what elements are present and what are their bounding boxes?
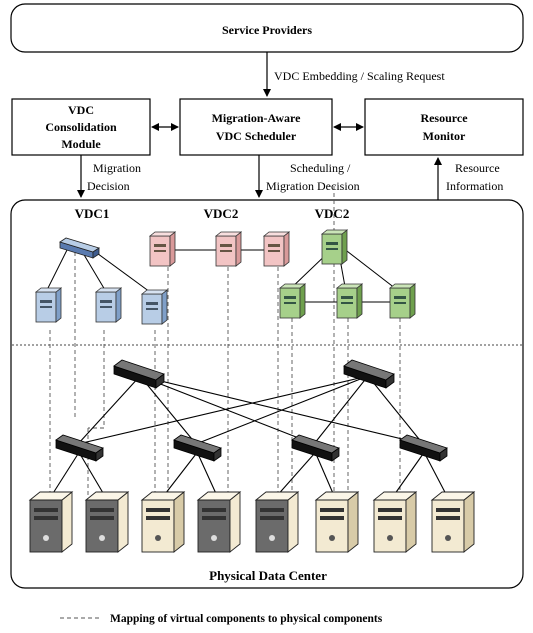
legend-label: Mapping of virtual components to physica… (110, 613, 383, 625)
physical-server-icon (28, 491, 74, 553)
resource-information-label-1: Resource (455, 161, 500, 175)
resource-monitor-label-2: Monitor (423, 129, 466, 143)
vdc2-title-b: VDC2 (315, 206, 350, 221)
vm-icon (140, 289, 169, 325)
physical-server-icon (140, 491, 186, 553)
scheduling-decision-label-1: Scheduling / (290, 161, 351, 175)
physical-server-icon (84, 491, 130, 553)
vm-icon (148, 231, 177, 267)
vm-icon (320, 229, 349, 265)
scheduling-decision-label-2: Migration Decision (266, 179, 360, 193)
vdc1-title: VDC1 (75, 206, 110, 221)
vm-icon (388, 283, 417, 319)
service-providers-label: Service Providers (222, 23, 312, 37)
edge-switch-icon (291, 434, 340, 462)
physical-server-icon (372, 491, 418, 553)
physical-server-icon (314, 491, 360, 553)
edge-switch-icon (173, 434, 222, 462)
scheduler-box (179, 98, 333, 156)
physical-server-icon (254, 491, 300, 553)
scheduler-label-1: Migration-Aware (212, 111, 302, 125)
virtual-switch-icon (59, 237, 100, 259)
physical-data-center-label: Physical Data Center (209, 568, 327, 583)
vm-icon (34, 287, 63, 323)
vm-icon (94, 287, 123, 323)
physical-links (49, 375, 449, 499)
scheduler-label-2: VDC Scheduler (216, 129, 297, 143)
migration-decision-label-1: Migration (93, 161, 141, 175)
vm-icon (335, 283, 364, 319)
core-switch-icon (343, 359, 395, 389)
mapping-lines (49, 186, 401, 505)
consolidation-label-1: VDC (68, 103, 94, 117)
embedding-request-label: VDC Embedding / Scaling Request (274, 69, 445, 83)
consolidation-label-2: Consolidation (45, 120, 117, 134)
consolidation-label-3: Module (61, 137, 101, 151)
edge-switch-icon (55, 434, 104, 462)
physical-server-icon (196, 491, 242, 553)
consolidation-module-box (11, 98, 151, 156)
resource-information-label-2: Information (446, 179, 503, 193)
core-switch-icon (113, 359, 165, 389)
vm-icon (214, 231, 243, 267)
edge-switch-icon (399, 434, 448, 462)
migration-decision-label-2: Decision (87, 179, 130, 193)
vm-icon (278, 283, 307, 319)
resource-monitor-label-1: Resource (420, 111, 468, 125)
physical-server-icon (430, 491, 476, 553)
resource-monitor-box (364, 98, 524, 156)
vm-icon (262, 231, 291, 267)
vdc2-title-a: VDC2 (204, 206, 239, 221)
